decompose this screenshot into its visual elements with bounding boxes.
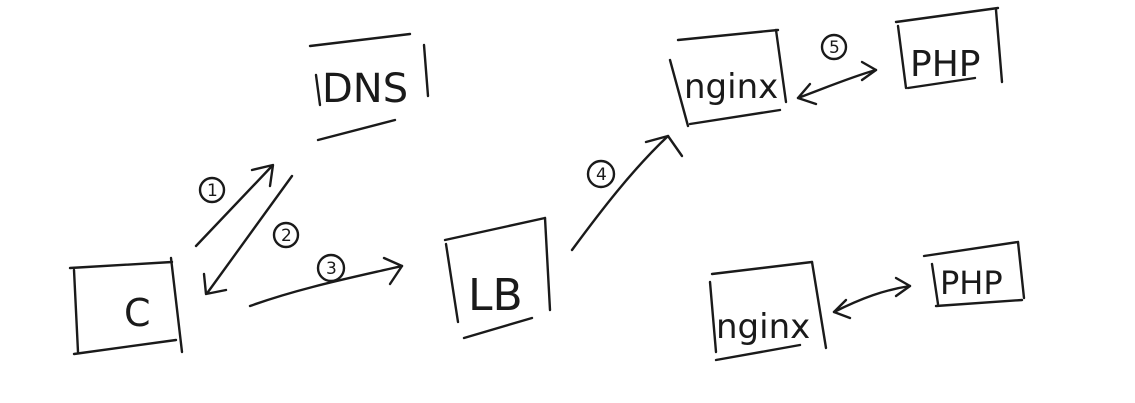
client-node: C [68,256,184,356]
step-1-label: 1 [207,181,218,201]
arrow-nginx-2-php-2 [832,276,912,320]
load-balancer-node: LB [443,216,552,340]
arrow-1: 1 [194,163,275,248]
php-2-label: PHP [940,264,1003,302]
arrow-5: 5 [796,33,878,106]
step-3-label: 3 [326,259,337,279]
arrow-3: 3 [248,253,404,308]
php-1-label: PHP [910,44,981,85]
php-1-node: PHP [894,6,1004,90]
nginx-2-node: nginx [708,260,828,362]
load-balancer-label: LB [468,270,523,321]
arrow-4: 4 [570,134,684,252]
step-5-label: 5 [829,38,840,58]
step-4-label: 4 [596,165,607,185]
client-label: C [124,291,151,335]
dns-node: DNS [308,32,430,142]
arrow-2: 2 [202,174,300,296]
nginx-1-node: nginx [668,28,788,128]
php-2-node: PHP [922,240,1026,308]
nginx-1-label: nginx [684,67,778,107]
dns-label: DNS [322,66,408,112]
nginx-2-label: nginx [716,307,810,347]
step-2-label: 2 [281,226,292,246]
